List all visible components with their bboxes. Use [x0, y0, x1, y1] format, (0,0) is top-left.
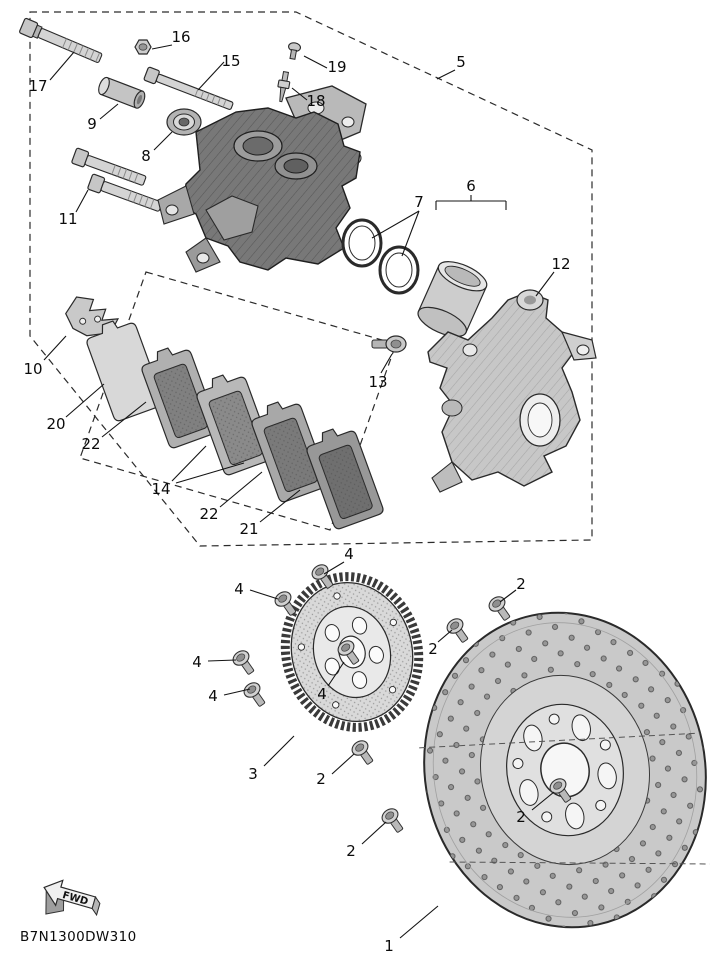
callout-19: 19: [327, 58, 346, 76]
callout-6: 6: [466, 177, 476, 195]
callout-18: 18: [306, 92, 325, 110]
callout-2c: 2: [316, 770, 326, 788]
callout-17: 17: [28, 77, 47, 95]
mount-bolt-11b: [87, 173, 163, 212]
assembly-boundary-dashed: [29, 11, 593, 547]
callout-13: 13: [368, 373, 387, 391]
caliper-bracket-12: [427, 289, 597, 493]
callout-14: 14: [151, 480, 170, 498]
callout-16: 16: [171, 28, 190, 46]
callout-9: 9: [87, 115, 97, 133]
callout-11: 11: [58, 210, 77, 228]
callout-22a: 22: [81, 435, 100, 453]
callout-4d: 4: [208, 687, 218, 705]
mount-bolt-11a: [71, 147, 147, 186]
callout-10: 10: [23, 360, 42, 378]
boot-8: [166, 108, 202, 136]
callout-20: 20: [46, 415, 65, 433]
callout-2e: 2: [516, 808, 526, 826]
callout-15: 15: [221, 52, 240, 70]
callout-21: 21: [239, 520, 258, 538]
nut-16: [134, 39, 152, 55]
pads-kit-boundary-dashed: [79, 271, 397, 531]
collar-9: [98, 76, 146, 109]
callout-2a: 2: [516, 575, 526, 593]
bleed-screw-cap-19: [288, 42, 302, 60]
leader-lines: [43, 44, 555, 939]
piston-seal-rings: [341, 218, 420, 295]
callout-4a: 4: [344, 545, 354, 563]
bolt-17: [19, 17, 103, 63]
callout-3: 3: [248, 765, 258, 783]
callout-8: 8: [141, 147, 151, 165]
part-code: B7N1300DW310: [20, 929, 137, 945]
callout-4e: 4: [317, 685, 327, 703]
caliper-piston: [417, 261, 488, 338]
pin-bolt-13: [371, 335, 407, 353]
bleed-screw-18: [277, 70, 291, 103]
callout-7: 7: [414, 193, 424, 211]
callout-2b: 2: [428, 640, 438, 658]
callout-12: 12: [551, 255, 570, 273]
callout-4c: 4: [192, 653, 202, 671]
callout-1: 1: [384, 937, 394, 955]
callout-22b: 22: [199, 505, 218, 523]
fwd-arrow: FWD: [43, 879, 101, 917]
callout-2d: 2: [346, 842, 356, 860]
callout-4b: 4: [234, 580, 244, 598]
caliper-body: [157, 107, 361, 273]
bolt-15: [143, 66, 234, 110]
callout-5: 5: [456, 53, 466, 71]
brake-disc-1: [419, 611, 710, 929]
